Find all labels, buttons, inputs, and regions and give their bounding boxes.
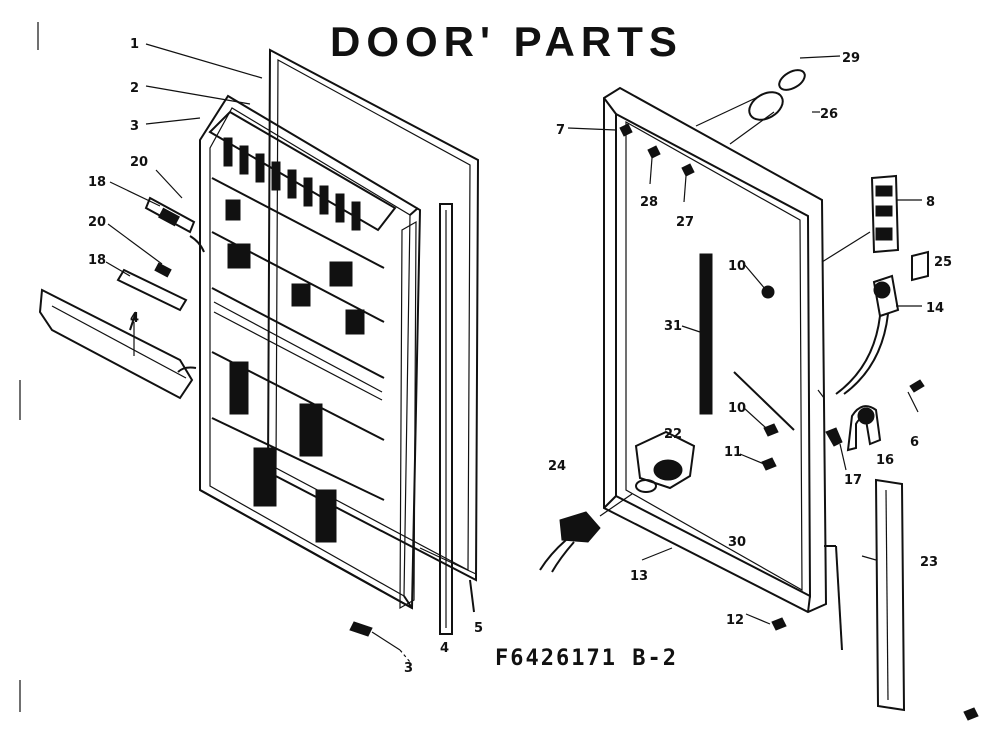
callout-11: 11 [724, 445, 742, 460]
door-liner [199, 48, 480, 610]
callout-26: 26 [820, 107, 838, 122]
door-handle-bar [699, 253, 713, 415]
callout-10-lower: 10 [728, 401, 746, 416]
callout-17: 17 [844, 473, 862, 488]
right-side-parts [539, 69, 979, 721]
diagram-title: DOOR' PARTS [330, 18, 683, 65]
callout-31: 31 [664, 319, 682, 334]
liner-panel [199, 94, 422, 610]
callout-14: 14 [926, 301, 944, 316]
callout-3-bottom: 3 [404, 661, 413, 676]
callout-13: 13 [630, 569, 648, 584]
callout-5: 5 [474, 621, 483, 636]
callout-30: 30 [728, 535, 746, 550]
callout-labels: 1 2 3 20 18 20 18 4 3 4 5 7 29 26 28 27 … [88, 37, 952, 676]
top-shelf [208, 110, 397, 232]
callout-10-upper: 10 [728, 259, 746, 274]
callout-1: 1 [130, 37, 139, 52]
callout-8: 8 [926, 195, 935, 210]
callout-12: 12 [726, 613, 744, 628]
callout-25: 25 [934, 255, 952, 270]
callout-16: 16 [876, 453, 894, 468]
hinge-block [634, 430, 696, 490]
callout-20-lower: 20 [88, 215, 106, 230]
callout-28: 28 [640, 195, 658, 210]
callout-29: 29 [842, 51, 860, 66]
callout-22: 22 [664, 427, 682, 442]
outer-door [603, 86, 828, 614]
shelf-slots [225, 199, 365, 543]
dairy-door [38, 288, 194, 400]
callout-18-lower: 18 [88, 253, 106, 268]
breaker-strips [419, 203, 477, 635]
callout-6: 6 [910, 435, 919, 450]
callout-27: 27 [676, 215, 694, 230]
callout-20-upper: 20 [130, 155, 148, 170]
callout-4-left: 4 [130, 311, 139, 326]
part-number: F6426171 B-2 [495, 646, 678, 671]
margin-marks [19, 22, 39, 712]
callout-23: 23 [920, 555, 938, 570]
right-leaders [567, 55, 922, 625]
callout-2: 2 [130, 81, 139, 96]
small-parts-left [116, 196, 205, 373]
callout-7: 7 [556, 123, 565, 138]
left-leaders [105, 43, 263, 356]
screws-left [349, 621, 411, 663]
callout-24: 24 [548, 459, 566, 474]
callout-4-bottom: 4 [440, 641, 449, 656]
callout-18-upper: 18 [88, 175, 106, 190]
callout-3: 3 [130, 119, 139, 134]
